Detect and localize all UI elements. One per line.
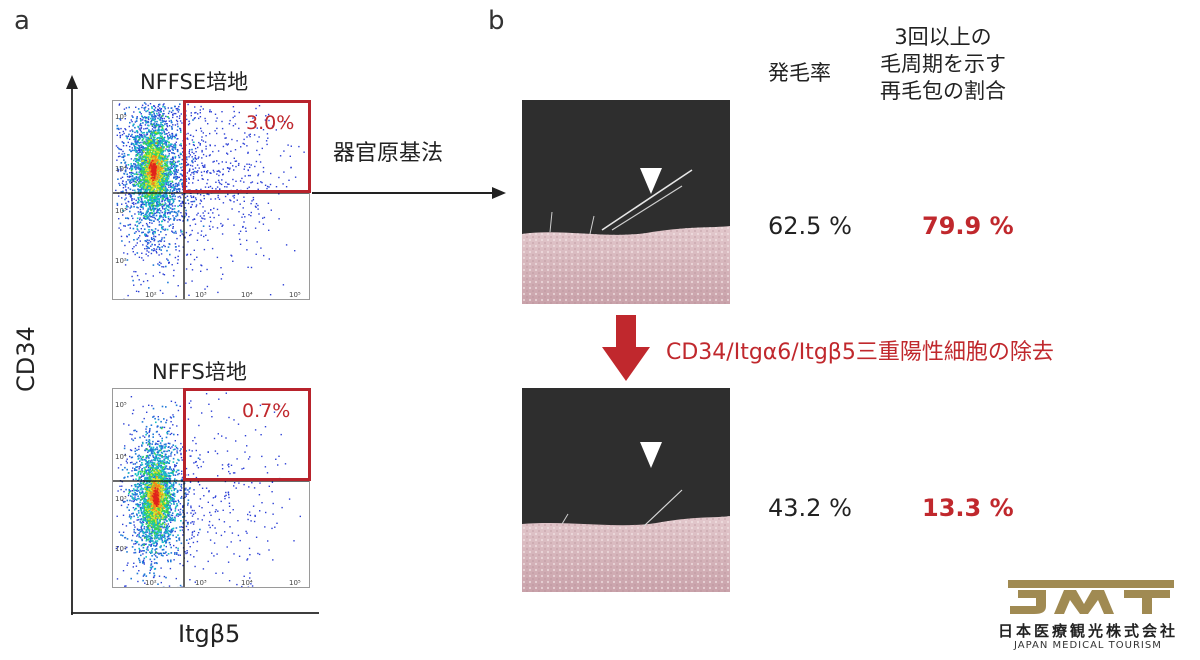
x-tick-label: 10⁵ (289, 579, 301, 587)
jmt-logo-mark (1008, 580, 1174, 614)
header-regen-line-1: 3回以上の (894, 25, 992, 49)
regen-ratio-value-2: 13.3 % (922, 494, 1014, 522)
x-tick-label: 10⁵ (289, 291, 301, 299)
photo-hair-regrowth-bottom (522, 388, 730, 592)
hair-growth-rate-value-1: 62.5 % (768, 212, 852, 240)
y-axis-arrow (66, 75, 78, 615)
regen-ratio-value-1: 79.9 % (922, 212, 1014, 240)
x-tick-label: 10³ (195, 291, 207, 299)
top-gate-box (183, 100, 311, 193)
x-tick-label: 10⁴ (241, 579, 253, 587)
x-tick-label: 10⁴ (241, 291, 253, 299)
bottom-flow-plot: 10⁵ 10⁴ 10³ 10² 10² 10³ 10⁴ 10⁵ (112, 388, 310, 588)
bottom-gate-percent: 0.7% (242, 400, 291, 422)
header-hair-growth-rate: 発毛率 (768, 61, 831, 85)
panel-a-letter: a (14, 6, 30, 36)
y-tick-label: 10⁵ (115, 113, 127, 121)
bottom-plot-title: NFFS培地 (152, 360, 247, 384)
y-tick-label: 10³ (115, 495, 127, 503)
method-label: 器官原基法 (333, 141, 444, 166)
top-gate-percent: 3.0% (246, 112, 295, 134)
panel-b-letter: b (488, 6, 505, 36)
company-logo: 日本医療観光株式会社 JAPAN MEDICAL TOURISM (988, 576, 1194, 656)
white-triangle-down-icon (640, 442, 662, 468)
y-tick-label: 10³ (115, 207, 127, 215)
white-triangle-down-icon (640, 168, 662, 194)
logo-name-en: JAPAN MEDICAL TOURISM (1014, 640, 1162, 651)
removal-label: CD34/Itgα6/Itgβ5三重陽性細胞の除去 (666, 340, 1054, 365)
y-tick-label: 10⁴ (115, 165, 127, 173)
y-tick-label: 10⁵ (115, 401, 127, 409)
x-tick-label: 10² (145, 291, 157, 299)
header-regen-ratio: 3回以上の 毛周期を示す 再毛包の割合 (880, 24, 1006, 105)
top-plot-title: NFFSE培地 (140, 70, 249, 94)
x-axis-label: Itgβ5 (178, 620, 241, 648)
logo-name-jp: 日本医療観光株式会社 (998, 622, 1179, 640)
x-axis-line (71, 612, 319, 614)
red-arrow-down-icon (602, 315, 650, 381)
y-tick-label: 10² (115, 257, 127, 265)
y-axis-label: CD34 (12, 326, 40, 392)
x-tick-label: 10² (145, 579, 157, 587)
photo-hair-regrowth-top (522, 100, 730, 304)
hair-growth-rate-value-2: 43.2 % (768, 494, 852, 522)
y-tick-label: 10² (115, 545, 127, 553)
header-regen-line-3: 再毛包の割合 (880, 79, 1006, 103)
y-tick-label: 10⁴ (115, 453, 127, 461)
header-regen-line-2: 毛周期を示す (880, 52, 1006, 76)
bottom-gate-box (183, 388, 311, 481)
x-tick-label: 10³ (195, 579, 207, 587)
arrow-right-icon (312, 187, 506, 199)
